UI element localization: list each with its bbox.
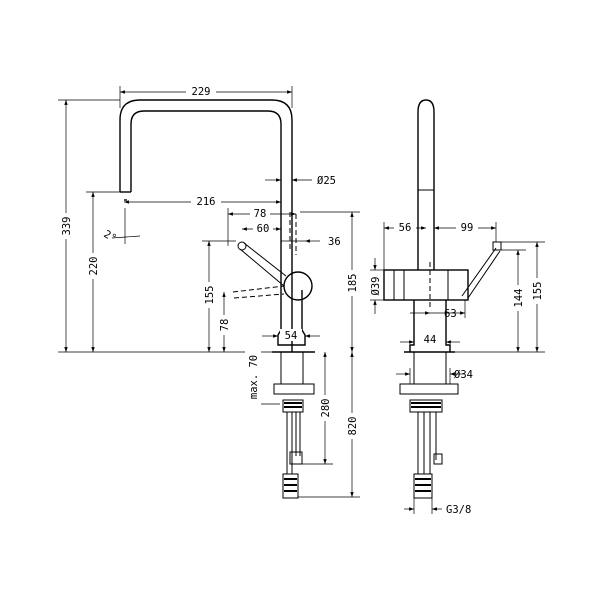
- dim-handle-to-axis: 60: [257, 223, 270, 235]
- front-connector-hoses: [409, 399, 443, 499]
- front-deck-plate: [399, 383, 459, 395]
- dim-lever-height: 144: [513, 289, 525, 308]
- dim-body-diameter: Ø39: [370, 277, 382, 296]
- dim-spout-reach-top: 229: [192, 86, 211, 98]
- dim-spout-outlet-offset: 216: [197, 196, 216, 208]
- dim-thread: G3/8: [446, 504, 471, 516]
- front-lever-tip: [492, 241, 502, 251]
- dim-shank-diameter: Ø34: [454, 369, 473, 381]
- spout-outer-outline: [119, 99, 293, 352]
- handle-knob: [283, 271, 313, 301]
- dim-lever-offset: 63: [444, 308, 457, 320]
- handle-lever-dashed: [232, 285, 285, 299]
- side-view: 229 Ø25 216 78 60 36 54 339: [58, 85, 360, 499]
- dim-total-lever-height: 155: [532, 282, 544, 301]
- dim-handle-pivot-height: 78: [219, 319, 231, 332]
- spout-inner-outline: [130, 110, 282, 258]
- deck-plate: [273, 383, 315, 395]
- dim-max-deck-thickness: max. 70: [248, 355, 260, 399]
- dim-spout-diameter: Ø25: [317, 175, 336, 187]
- dim-swivel-angle: 2°: [102, 228, 119, 245]
- dim-base-diameter: 54: [285, 330, 298, 342]
- dim-handle-width: 99: [461, 222, 474, 234]
- front-body: [383, 269, 469, 301]
- dim-handle-height: 155: [204, 286, 216, 305]
- dim-hose-length: 820: [347, 417, 359, 436]
- dim-spout-half-width: 56: [399, 222, 412, 234]
- front-base: [409, 300, 451, 352]
- dim-handle-reach: 78: [254, 208, 267, 220]
- handle-lever: [239, 242, 287, 287]
- dim-shank-length: 280: [320, 399, 332, 418]
- connector-hoses: [282, 399, 304, 499]
- front-view: 56 99 Ø39 63 44 144 155: [370, 99, 545, 516]
- dim-outlet-height: 220: [88, 257, 100, 276]
- front-lever: [461, 247, 501, 299]
- dim-total-height: 339: [61, 217, 73, 236]
- dim-base-width: 44: [424, 334, 437, 346]
- front-spout-outline: [417, 99, 435, 270]
- dim-body-height: 185: [347, 274, 359, 293]
- handle-lever-tip: [237, 241, 247, 251]
- dim-body-offset: 36: [328, 236, 341, 248]
